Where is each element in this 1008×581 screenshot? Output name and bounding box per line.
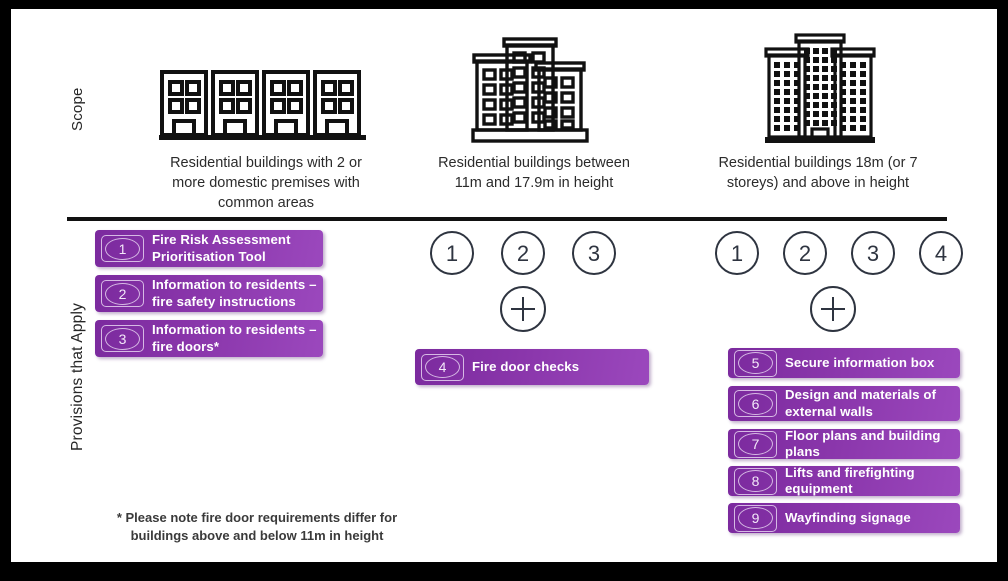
scope3-circle-2[interactable]: 2 bbox=[783, 231, 827, 275]
scope2-circle-3[interactable]: 3 bbox=[572, 231, 616, 275]
provision-badge-6: 6 bbox=[734, 390, 777, 417]
diagram-canvas: Scope Provisions that Apply bbox=[11, 9, 997, 562]
provision-badge-4: 4 bbox=[421, 353, 464, 381]
scope2-plus-icon bbox=[500, 286, 546, 332]
provision-number-8: 8 bbox=[738, 470, 773, 492]
provision-number-2: 2 bbox=[105, 282, 140, 305]
provision-bar-9[interactable]: 9 Wayfinding signage bbox=[728, 503, 960, 533]
provision-badge-7: 7 bbox=[734, 430, 777, 458]
scope2-circle-2[interactable]: 2 bbox=[501, 231, 545, 275]
footnote: * Please note fire door requirements dif… bbox=[116, 510, 398, 544]
row-label-provisions: Provisions that Apply bbox=[69, 302, 86, 451]
provision-label-5: Secure information box bbox=[785, 354, 935, 370]
provision-number-5: 5 bbox=[738, 352, 773, 374]
row-label-scope: Scope bbox=[69, 87, 86, 131]
provision-label-7: Floor plans and building plans bbox=[785, 427, 941, 459]
provision-number-1: 1 bbox=[105, 237, 140, 260]
mid-rise-residential-building-icon bbox=[469, 37, 591, 150]
scope3-plus-icon bbox=[810, 286, 856, 332]
provision-number-3: 3 bbox=[105, 327, 140, 350]
provision-bar-4[interactable]: 4 Fire door checks bbox=[415, 349, 649, 385]
provision-badge-8: 8 bbox=[734, 467, 777, 495]
provision-label-4: Fire door checks bbox=[472, 358, 580, 374]
scope-caption-1: Residential buildings with 2 or more dom… bbox=[170, 155, 362, 211]
provision-number-4: 4 bbox=[425, 356, 460, 378]
provision-badge-5: 5 bbox=[734, 349, 777, 377]
provision-label-1: Fire Risk Assessment Prioritisation Tool bbox=[152, 232, 291, 264]
row-of-low-rise-residential-buildings-icon bbox=[159, 67, 369, 152]
provision-bar-3[interactable]: 3 Information to residents – fire doors* bbox=[95, 320, 323, 357]
provision-bar-7[interactable]: 7 Floor plans and building plans bbox=[728, 427, 960, 459]
provision-bar-2[interactable]: 2 Information to residents – fire safety… bbox=[95, 275, 323, 312]
provision-bar-6[interactable]: 6 Design and materials of external walls bbox=[728, 386, 960, 421]
scope3-circle-1[interactable]: 1 bbox=[715, 231, 759, 275]
provision-number-7: 7 bbox=[738, 433, 773, 455]
section-divider bbox=[67, 217, 947, 221]
provision-number-6: 6 bbox=[738, 392, 773, 415]
provision-bar-8[interactable]: 8 Lifts and firefighting equipment bbox=[728, 464, 960, 496]
provision-label-6: Design and materials of external walls bbox=[785, 387, 937, 419]
provision-label-2: Information to residents – fire safety i… bbox=[152, 277, 317, 309]
scope-caption-3: Residential buildings 18m (or 7 storeys)… bbox=[718, 155, 918, 191]
scope3-circle-3[interactable]: 3 bbox=[851, 231, 895, 275]
provision-number-9: 9 bbox=[738, 507, 773, 529]
provision-badge-1: 1 bbox=[101, 235, 144, 262]
provision-bar-5[interactable]: 5 Secure information box bbox=[728, 348, 960, 378]
provision-badge-2: 2 bbox=[101, 280, 144, 307]
provision-bar-1[interactable]: 1 Fire Risk Assessment Prioritisation To… bbox=[95, 230, 323, 267]
provision-badge-9: 9 bbox=[734, 504, 777, 532]
scope3-circle-4[interactable]: 4 bbox=[919, 231, 963, 275]
provision-badge-3: 3 bbox=[101, 325, 144, 352]
provision-label-9: Wayfinding signage bbox=[785, 509, 911, 525]
scope2-circle-1[interactable]: 1 bbox=[430, 231, 474, 275]
provision-label-3: Information to residents – fire doors* bbox=[152, 322, 317, 354]
provision-label-8: Lifts and firefighting equipment bbox=[785, 464, 915, 496]
high-rise-residential-tower-icon bbox=[759, 33, 881, 152]
scope-caption-2: Residential buildings between 11m and 17… bbox=[438, 155, 630, 191]
